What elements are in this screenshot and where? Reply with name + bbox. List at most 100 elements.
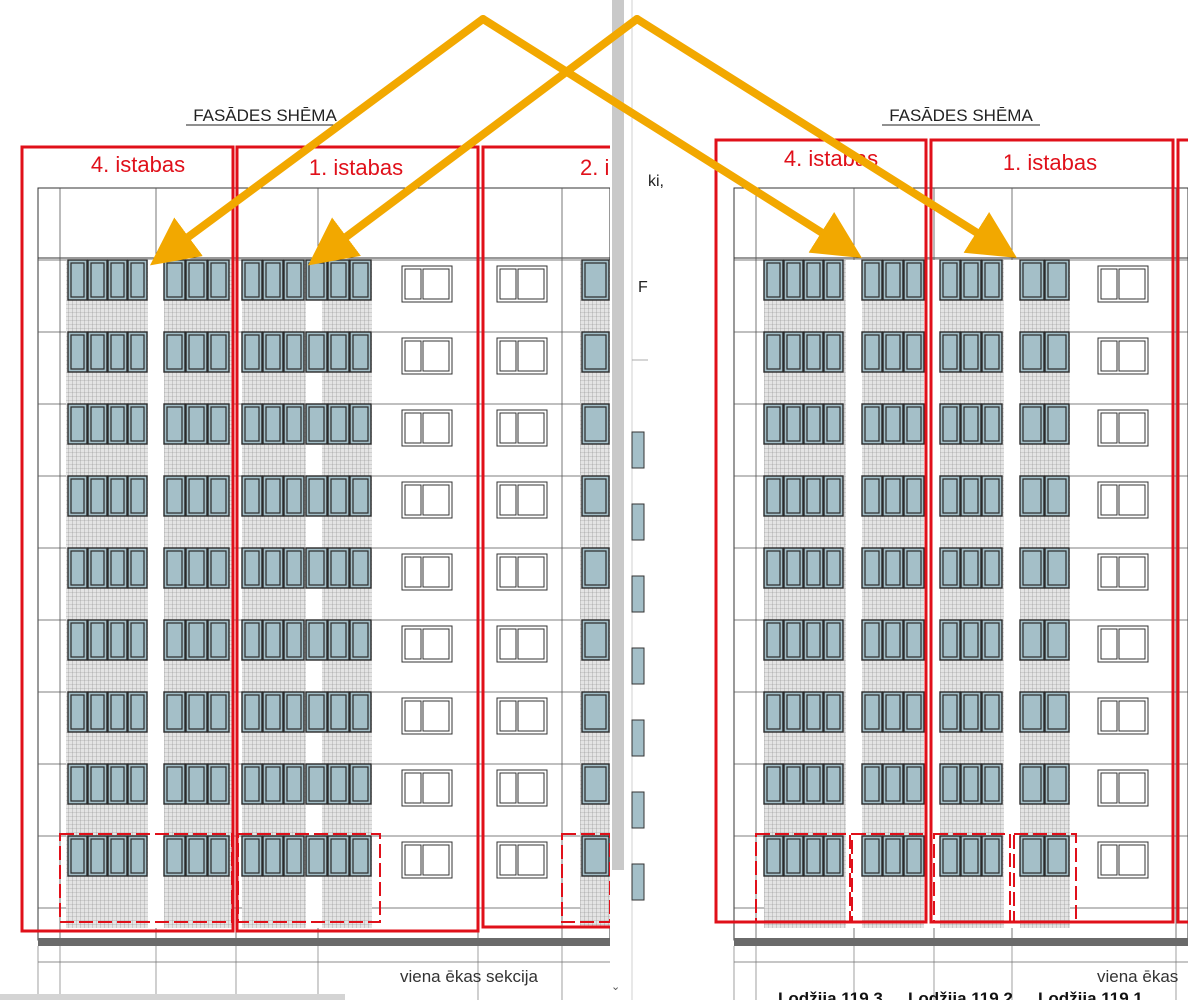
window-frame bbox=[584, 406, 607, 442]
window-pane bbox=[207, 331, 230, 373]
section-highlight-box bbox=[929, 138, 1175, 924]
plain-window bbox=[401, 409, 453, 447]
window-pane bbox=[327, 619, 350, 661]
window-frame bbox=[984, 694, 1000, 730]
window-pane bbox=[127, 763, 148, 805]
window-pane bbox=[207, 475, 230, 517]
window-pane bbox=[960, 691, 982, 733]
window-frame bbox=[352, 694, 369, 730]
window-pane bbox=[262, 691, 284, 733]
right-dim-3: Lodžija 119,1 bbox=[1038, 989, 1143, 1000]
window-frame bbox=[906, 334, 922, 370]
window-frame bbox=[210, 838, 227, 874]
window-frame bbox=[864, 766, 880, 802]
plain-window bbox=[496, 337, 548, 375]
window-frame bbox=[826, 766, 841, 802]
window-frame bbox=[210, 550, 227, 586]
window-pane bbox=[1044, 475, 1070, 517]
window-pane bbox=[939, 475, 961, 517]
window-frame bbox=[286, 766, 302, 802]
window-pane bbox=[1019, 691, 1045, 733]
left-horizontal-scrollbar[interactable] bbox=[0, 994, 345, 1000]
window-frame bbox=[1047, 550, 1067, 586]
window-pane bbox=[107, 835, 128, 877]
window-pane bbox=[981, 619, 1003, 661]
glazed-window-group bbox=[67, 475, 148, 517]
window-frame bbox=[90, 622, 105, 658]
scroll-down-icon[interactable]: ⌄ bbox=[611, 981, 620, 993]
right-bottom-note: viena ēkas bbox=[1097, 967, 1178, 986]
window-pane bbox=[305, 763, 328, 805]
left-scrollbar[interactable] bbox=[612, 0, 624, 870]
window-frame bbox=[110, 766, 125, 802]
window-pane bbox=[67, 331, 88, 373]
plain-window bbox=[1097, 841, 1149, 879]
window-pane bbox=[803, 763, 824, 805]
window-frame bbox=[110, 550, 125, 586]
glazed-window-group bbox=[939, 259, 1003, 301]
window-frame bbox=[806, 622, 821, 658]
window-pane bbox=[305, 403, 328, 445]
plain-window bbox=[401, 265, 453, 303]
section-highlight-box bbox=[714, 138, 928, 924]
window-frame bbox=[826, 694, 841, 730]
window-frame bbox=[265, 334, 281, 370]
glazed-window-group bbox=[241, 259, 305, 301]
window-frame bbox=[166, 334, 183, 370]
window-pane bbox=[783, 475, 804, 517]
window-frame bbox=[1022, 550, 1042, 586]
glazed-window-group bbox=[763, 619, 844, 661]
window-frame bbox=[130, 766, 145, 802]
window-sash bbox=[404, 628, 422, 660]
ground-base bbox=[734, 938, 1188, 946]
window-pane bbox=[823, 331, 844, 373]
window-sash bbox=[499, 772, 517, 804]
window-frame bbox=[864, 406, 880, 442]
window-pane bbox=[960, 403, 982, 445]
window-pane bbox=[1019, 259, 1045, 301]
window-pane bbox=[107, 547, 128, 589]
window-frame bbox=[1022, 622, 1042, 658]
glazed-window-group bbox=[241, 331, 305, 373]
glazed-window-group bbox=[763, 331, 844, 373]
window-pane bbox=[67, 835, 88, 877]
window-frame bbox=[766, 478, 781, 514]
window-frame bbox=[885, 838, 901, 874]
middle-document-strip bbox=[630, 0, 648, 1000]
window-pane bbox=[207, 691, 230, 733]
window-frame bbox=[885, 550, 901, 586]
window-frame bbox=[308, 838, 325, 874]
glazed-window-group bbox=[939, 331, 1003, 373]
window-pane bbox=[241, 547, 263, 589]
window-frame bbox=[584, 622, 607, 658]
window-pane bbox=[305, 691, 328, 733]
window-frame bbox=[130, 406, 145, 442]
right-dim-2: Lodžija 119,2 bbox=[908, 989, 1013, 1000]
window-pane bbox=[882, 619, 904, 661]
window-pane bbox=[783, 331, 804, 373]
window-pane bbox=[1019, 403, 1045, 445]
window-pane bbox=[185, 547, 208, 589]
glazed-window-group bbox=[241, 763, 305, 805]
window-frame bbox=[70, 334, 85, 370]
window-frame bbox=[286, 262, 302, 298]
glazed-window-group bbox=[861, 331, 925, 373]
window-frame bbox=[942, 838, 958, 874]
window-frame bbox=[70, 766, 85, 802]
window-pane bbox=[803, 619, 824, 661]
window-sash bbox=[404, 340, 422, 372]
window-frame bbox=[90, 694, 105, 730]
window-frame bbox=[906, 766, 922, 802]
window-frame bbox=[110, 694, 125, 730]
window-frame bbox=[330, 478, 347, 514]
window-frame bbox=[210, 406, 227, 442]
window-sash bbox=[1118, 412, 1146, 444]
window-frame bbox=[806, 478, 821, 514]
window-pane bbox=[823, 403, 844, 445]
plain-window bbox=[496, 697, 548, 735]
window-pane bbox=[803, 475, 824, 517]
window-frame bbox=[984, 262, 1000, 298]
window-pane bbox=[581, 331, 610, 373]
window-pane bbox=[87, 763, 108, 805]
window-frame bbox=[963, 262, 979, 298]
